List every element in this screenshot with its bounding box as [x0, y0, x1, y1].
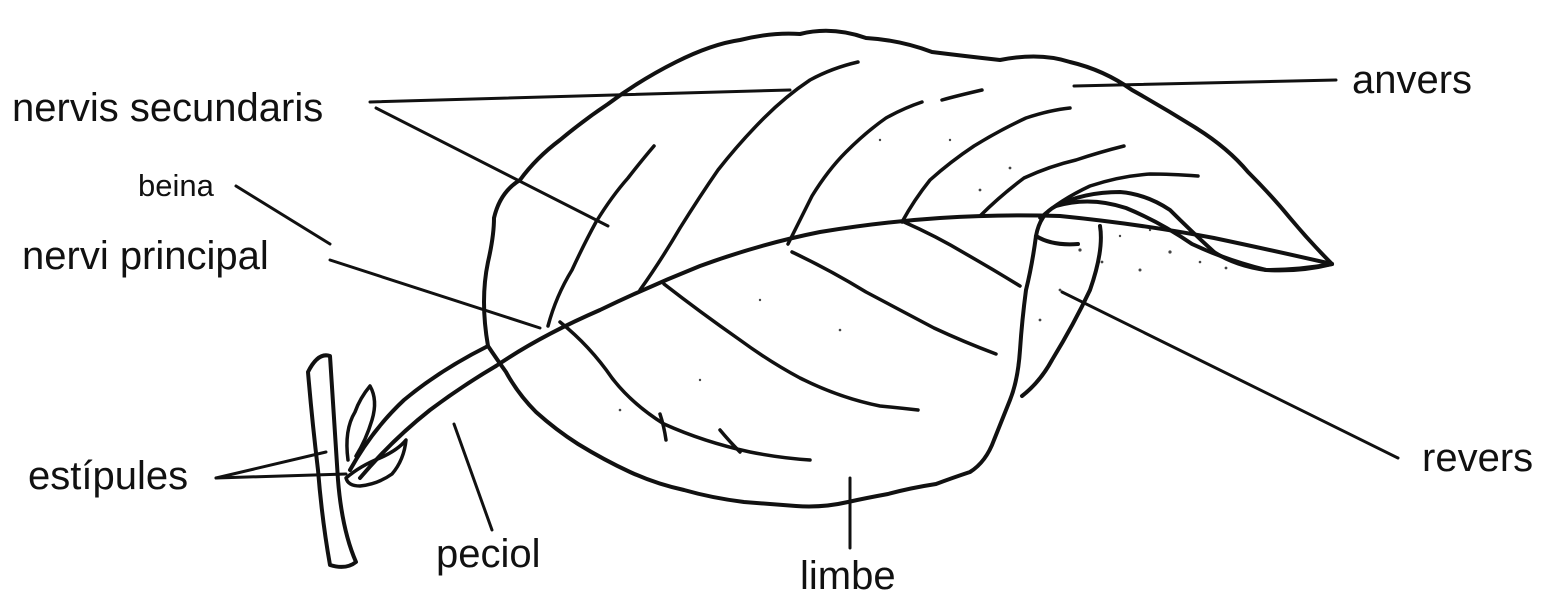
label-anvers: anvers — [1352, 60, 1472, 100]
label-peciol: peciol — [436, 534, 541, 574]
leader-peciol — [454, 424, 492, 530]
secondary-veins — [548, 62, 1198, 460]
leader-revers — [1062, 292, 1398, 458]
leader-anvers — [1074, 80, 1336, 86]
leaf-blade-outline — [484, 31, 1332, 507]
label-revers: revers — [1422, 438, 1533, 478]
label-limbe: limbe — [800, 556, 896, 596]
label-nervis-secundaris: nervis secundaris — [12, 88, 323, 128]
leader-nervis-secundaris-a — [370, 90, 790, 102]
midrib — [496, 215, 1332, 366]
leader-lines — [216, 80, 1398, 548]
leader-nervis-secundaris-b — [376, 108, 608, 226]
leader-nervi-principal — [330, 260, 540, 328]
label-nervi-principal: nervi principal — [22, 236, 269, 276]
label-beina: beina — [138, 170, 214, 201]
label-estipules: estípules — [28, 456, 188, 496]
petiole — [350, 346, 496, 478]
